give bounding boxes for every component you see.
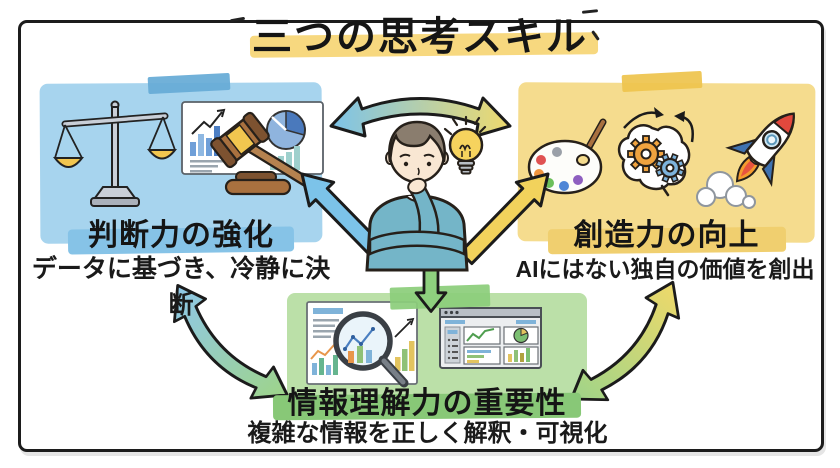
gavel-icon xyxy=(210,111,316,196)
brain-gears-icon xyxy=(612,102,696,197)
information-subtitle: 複雑な情報を正しく解釈・可視化 xyxy=(247,420,608,447)
information-title: 情報理解力の重要性 xyxy=(267,378,587,422)
creativity-title: 創造力の向上 xyxy=(518,210,815,255)
judgment-title: 判断力の強化 xyxy=(40,210,322,255)
chart-board-icon xyxy=(180,100,325,200)
frame-border xyxy=(18,20,824,452)
arrow-bottom-left-double xyxy=(149,271,301,423)
dashboard-icon xyxy=(438,300,543,370)
page-title: 三つの思考スキル xyxy=(0,4,840,62)
thinking-person xyxy=(352,112,482,272)
creativity-subtitle: AIにはない独自の価値を創出 xyxy=(515,256,815,282)
balance-scale-icon xyxy=(52,100,178,208)
arrow-down-single xyxy=(410,266,452,314)
document-magnifier-icon xyxy=(303,299,438,391)
arrow-top-double xyxy=(328,88,513,143)
judgment-subtitle: データに基づき、冷静に決断 xyxy=(31,255,331,319)
rocket-icon xyxy=(694,97,814,209)
lightbulb-icon xyxy=(437,113,495,185)
